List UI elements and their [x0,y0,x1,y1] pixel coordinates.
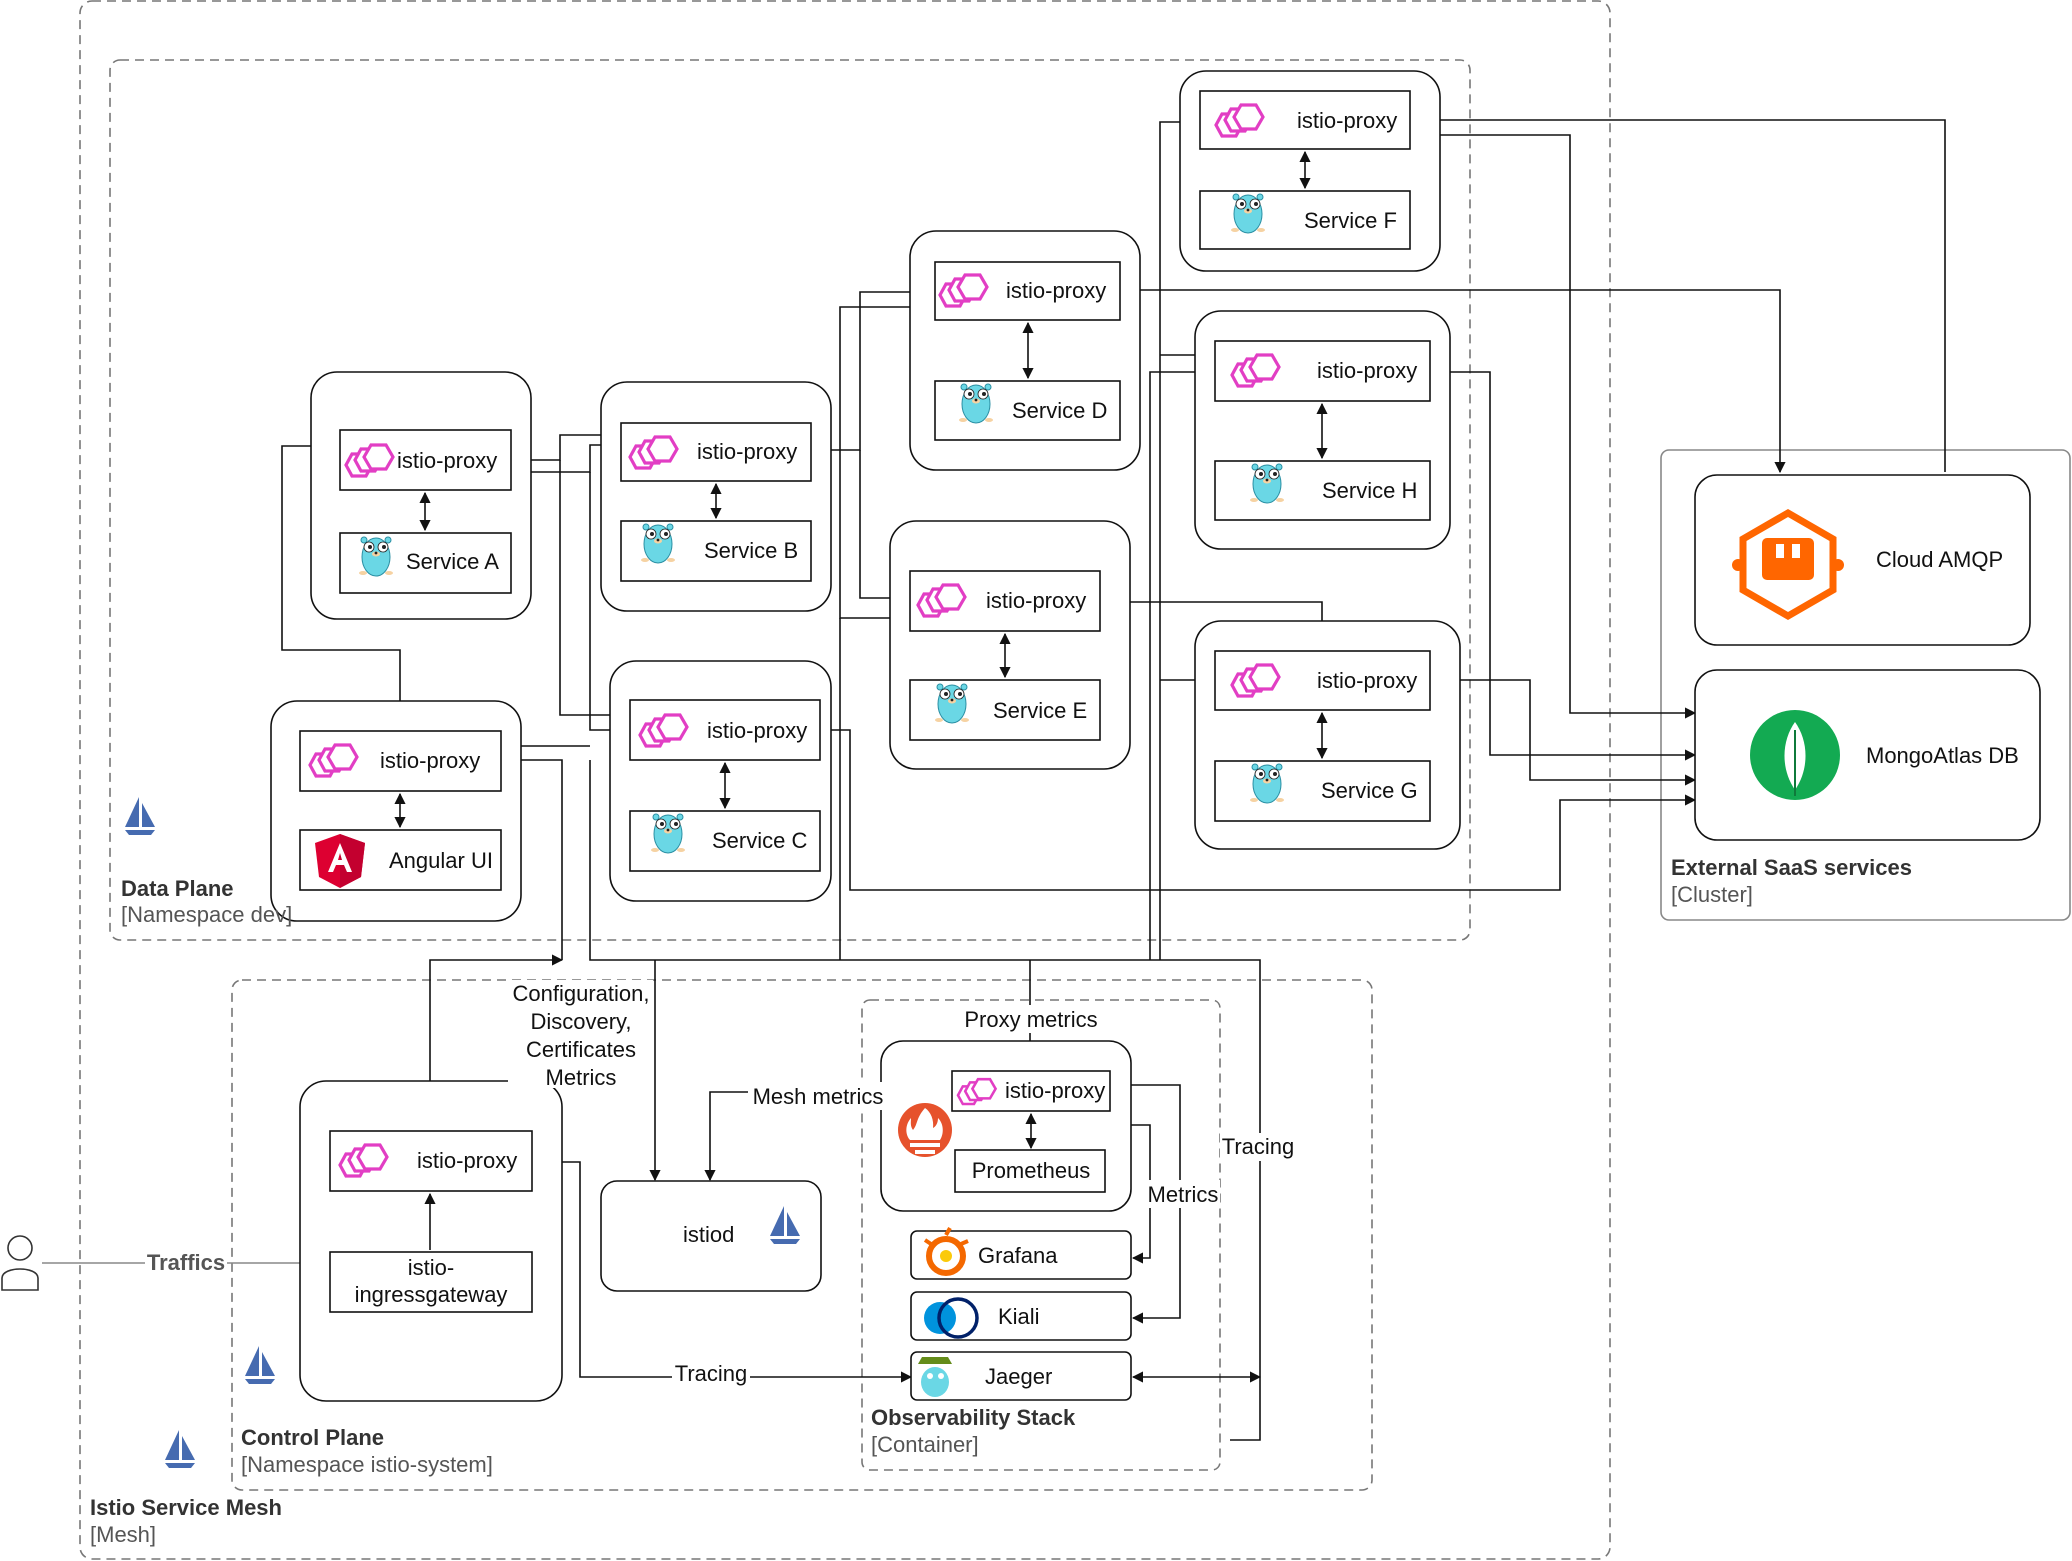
pod-service-f[interactable]: istio-proxy Service F [1179,70,1441,272]
tracing-right-label: Tracing [1222,1134,1295,1159]
istiod-label: istiod [683,1222,734,1247]
pod-service-e[interactable]: istio-proxy Service E [889,520,1131,770]
istio-sail-icon [125,797,155,835]
proxy-metrics-label: Proxy metrics [964,1007,1097,1032]
tracing-bottom-label: Tracing [675,1361,748,1386]
pod-service-g[interactable]: istio-proxy Service G [1194,620,1461,850]
connection-lines [42,114,1946,1441]
pod-service-c[interactable]: istio-proxy Service C [609,660,832,902]
service-b-label: Service B [704,538,798,563]
control-plane-subtitle: [Namespace istio-system] [241,1452,493,1477]
proxy-label: istio-proxy [1297,108,1397,133]
prometheus-label: Prometheus [972,1158,1091,1183]
mongodb-leaf-icon [1750,710,1840,800]
jaeger-label: Jaeger [985,1364,1052,1389]
traffics-label: Traffics [147,1250,225,1275]
config-label-3: Certificates [526,1037,636,1062]
observability-subtitle: [Container] [871,1432,979,1457]
mongoatlas-node[interactable]: MongoAtlas DB [1694,669,2041,841]
pod-service-d[interactable]: istio-proxy Service D [909,230,1141,471]
ingress-pod[interactable]: istio-proxy istio- ingressgateway [299,1080,563,1402]
proxy-label: istio-proxy [986,588,1086,613]
service-e-label: Service E [993,698,1087,723]
cloud-amqp-node[interactable]: Cloud AMQP [1694,474,2031,646]
proxy-label: istio-proxy [397,448,497,473]
istio-ingressgateway-box[interactable] [329,1251,533,1313]
proxy-label: istio-proxy [1317,358,1417,383]
data-plane-boundary [109,59,1471,941]
mesh-metrics-label: Mesh metrics [753,1084,884,1109]
prometheus-box[interactable] [954,1149,1106,1193]
mongoatlas-label: MongoAtlas DB [1866,743,2019,768]
istio-sail-icon [245,1346,275,1384]
service-h-box[interactable] [1214,460,1431,521]
edge-labels: Configuration, Discovery, Certificates M… [145,980,1300,1388]
service-g-label: Service G [1321,778,1418,803]
kiali-label: Kiali [998,1304,1040,1329]
service-d-label: Service D [1012,398,1107,423]
ingress-label-line1: istio- [408,1255,454,1280]
observability-title: Observability Stack [871,1405,1076,1430]
angular-ui-label: Angular UI [389,848,493,873]
external-boundary [1660,449,2071,921]
service-c-label: Service C [712,828,807,853]
ingress-label-line2: ingressgateway [355,1282,508,1307]
proxy-label: istio-proxy [707,718,807,743]
prometheus-icon [898,1103,952,1157]
istio-sail-icon [165,1430,195,1468]
kiali-icon [924,1297,979,1339]
config-label-1: Configuration, [513,981,650,1006]
proxy-label: istio-proxy [1006,278,1106,303]
grafana-label: Grafana [978,1243,1058,1268]
jaeger-node[interactable]: Jaeger [910,1351,1132,1401]
mesh-boundary [79,0,1611,1560]
external-subtitle: [Cluster] [1671,882,1753,907]
proxy-label: istio-proxy [380,748,480,773]
observability-boundary [861,999,1221,1471]
config-label-4: Metrics [546,1065,617,1090]
proxy-label: istio-proxy [1317,668,1417,693]
jaeger-icon [918,1357,952,1397]
proxy-label: istio-proxy [697,439,797,464]
control-plane-title: Control Plane [241,1425,384,1450]
angular-icon [315,834,365,888]
service-g-box[interactable] [1214,760,1431,822]
service-h-label: Service H [1322,478,1417,503]
control-plane-boundary [231,979,1373,1491]
service-f-label: Service F [1304,208,1397,233]
mesh-subtitle: [Mesh] [90,1522,156,1547]
data-plane-title: Data Plane [121,876,234,901]
pod-angular-ui[interactable]: istio-proxy Angular UI [270,700,522,922]
proxy-label: istio-proxy [417,1148,517,1173]
mesh-title: Istio Service Mesh [90,1495,282,1520]
istiod-node[interactable]: istiod [600,1180,822,1292]
config-label-2: Discovery, [530,1009,631,1034]
prometheus-pod[interactable]: istio-proxy Prometheus [880,1040,1132,1212]
user-icon [1,1235,39,1291]
kiali-node[interactable]: Kiali [910,1291,1132,1341]
pod-service-b[interactable]: istio-proxy Service B [600,381,832,612]
rabbitmq-icon [1732,508,1844,621]
grafana-node[interactable]: Grafana [910,1227,1132,1280]
pod-service-h[interactable]: istio-proxy Service H [1194,310,1451,550]
external-title: External SaaS services [1671,855,1912,880]
pod-service-a[interactable]: istio-proxy Service A [310,371,532,620]
service-a-label: Service A [406,549,499,574]
data-plane-subtitle: [Namespace dev] [121,902,292,927]
grafana-icon [923,1227,969,1276]
metrics-label: Metrics [1148,1182,1219,1207]
proxy-label: istio-proxy [1005,1078,1105,1103]
cloud-amqp-label: Cloud AMQP [1876,547,2003,572]
